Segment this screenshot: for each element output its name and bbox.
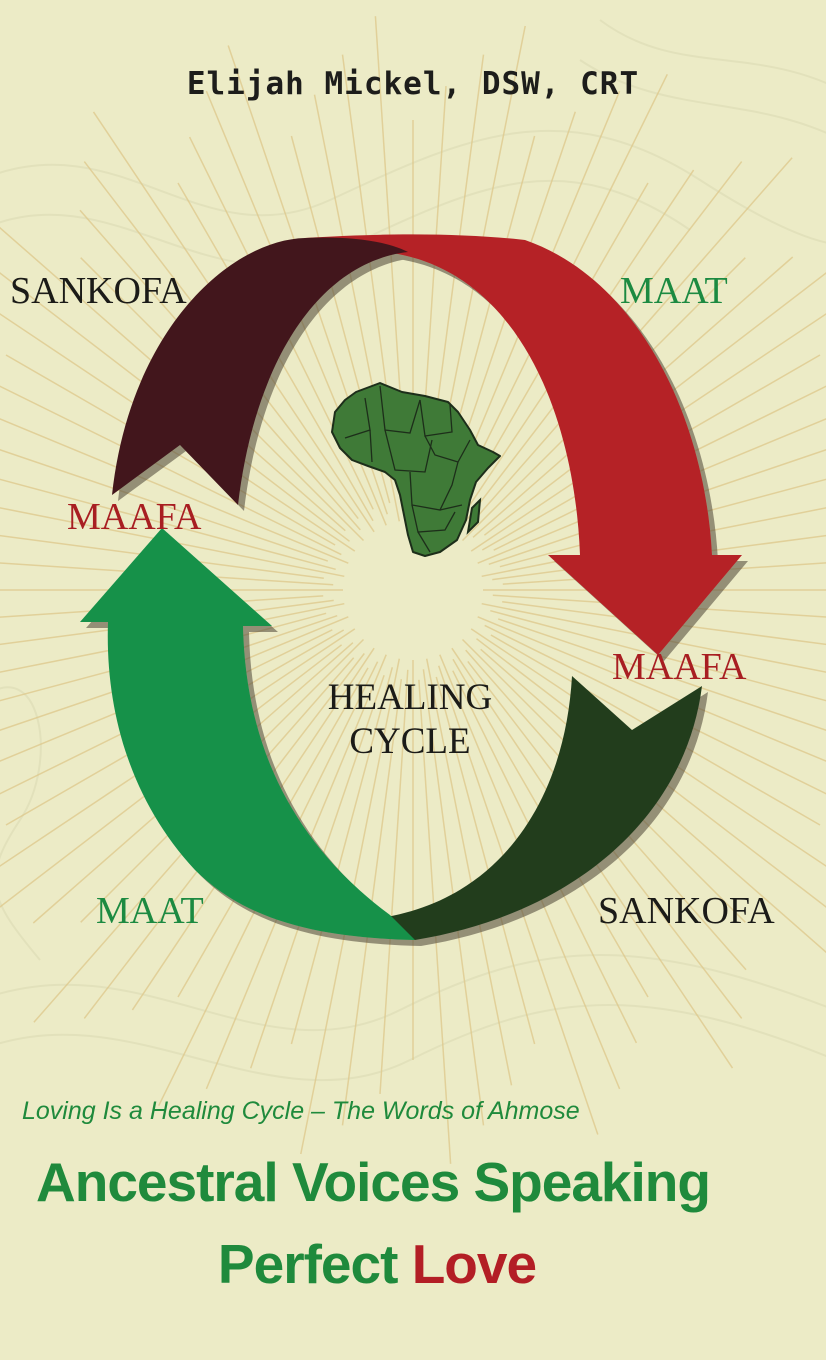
sun-ray — [490, 609, 826, 702]
topographic-background — [0, 19, 826, 1082]
sun-ray — [425, 658, 513, 1086]
label-maafa-left: MAAFA — [67, 496, 202, 538]
sun-ray — [481, 602, 826, 673]
label-sankofa-top: SANKOFA — [10, 270, 187, 312]
sun-ray — [492, 594, 826, 618]
sun-ray — [480, 648, 826, 954]
book-subtitle: Loving Is a Healing Cycle – The Words of… — [22, 1097, 580, 1125]
sun-ray — [0, 599, 334, 646]
label-sankofa-bottom: SANKOFA — [598, 890, 775, 932]
sun-ray — [0, 614, 338, 731]
sun-ray — [379, 669, 409, 1094]
label-maat-bottom: MAAT — [96, 890, 204, 932]
sun-ray — [488, 449, 826, 566]
sun-ray — [484, 624, 826, 795]
center-line-2: CYCLE — [349, 721, 471, 763]
label-maafa-right: MAAFA — [612, 646, 747, 688]
sun-ray — [290, 667, 394, 1045]
sun-ray — [0, 449, 329, 562]
dark-green-arrow — [380, 676, 702, 940]
sun-ray — [435, 676, 536, 1045]
sun-ray — [0, 534, 324, 580]
author-name: Elijah Mickel, DSW, CRT — [186, 66, 640, 102]
center-line-1: HEALING — [327, 677, 493, 718]
cycle-arrows-icon — [80, 234, 742, 940]
title-word-perfect: Perfect — [217, 1233, 398, 1295]
book-title-line-2: Perfect Love — [0, 1232, 790, 1296]
title-word-love: Love — [411, 1233, 537, 1295]
maroon-arrow — [112, 237, 408, 505]
red-arrow — [305, 234, 742, 655]
sun-ray — [0, 562, 334, 586]
book-title-line-1: Ancestral Voices Speaking — [36, 1151, 711, 1213]
green-arrow — [80, 528, 415, 940]
sun-ray — [502, 600, 826, 646]
africa-map-icon — [331, 382, 501, 557]
sun-ray — [0, 385, 342, 556]
healing-cycle-text: HEALING CYCLE — [260, 676, 560, 765]
sun-ray — [0, 478, 336, 571]
label-maat-top: MAAT — [620, 270, 728, 312]
sun-ray — [0, 507, 345, 578]
